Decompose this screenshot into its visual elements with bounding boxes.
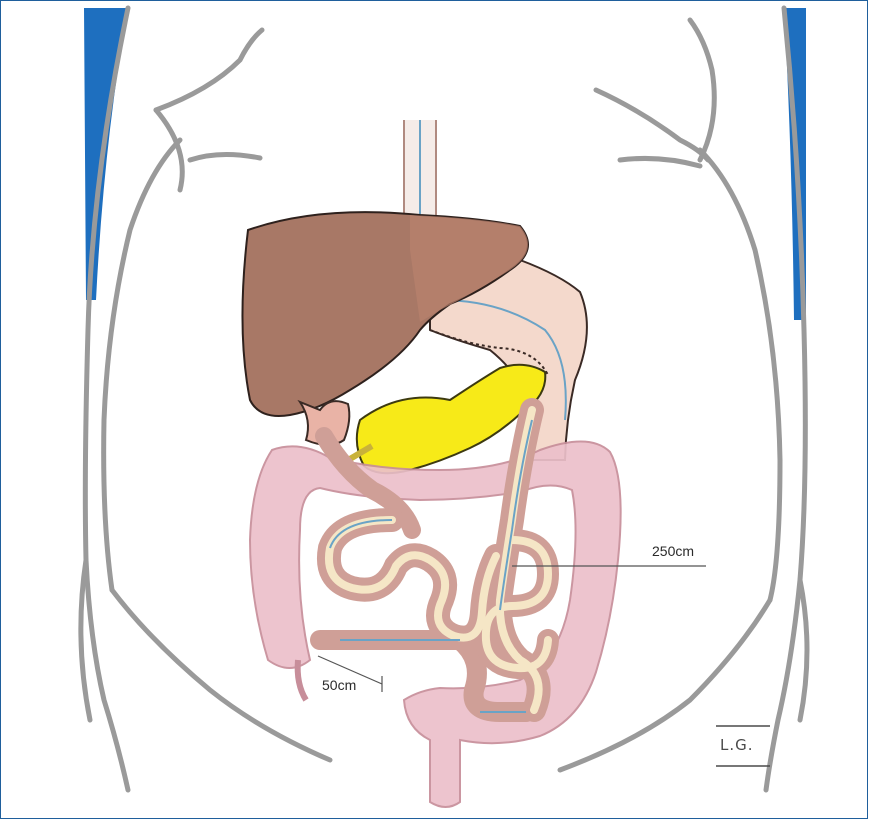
illustrator-signature: L.G. [716,726,770,766]
measurement-50cm: 50cm [318,656,382,693]
label-250cm: 250cm [652,543,694,559]
signature-text: L.G. [720,736,754,754]
label-50cm: 50cm [322,677,356,693]
